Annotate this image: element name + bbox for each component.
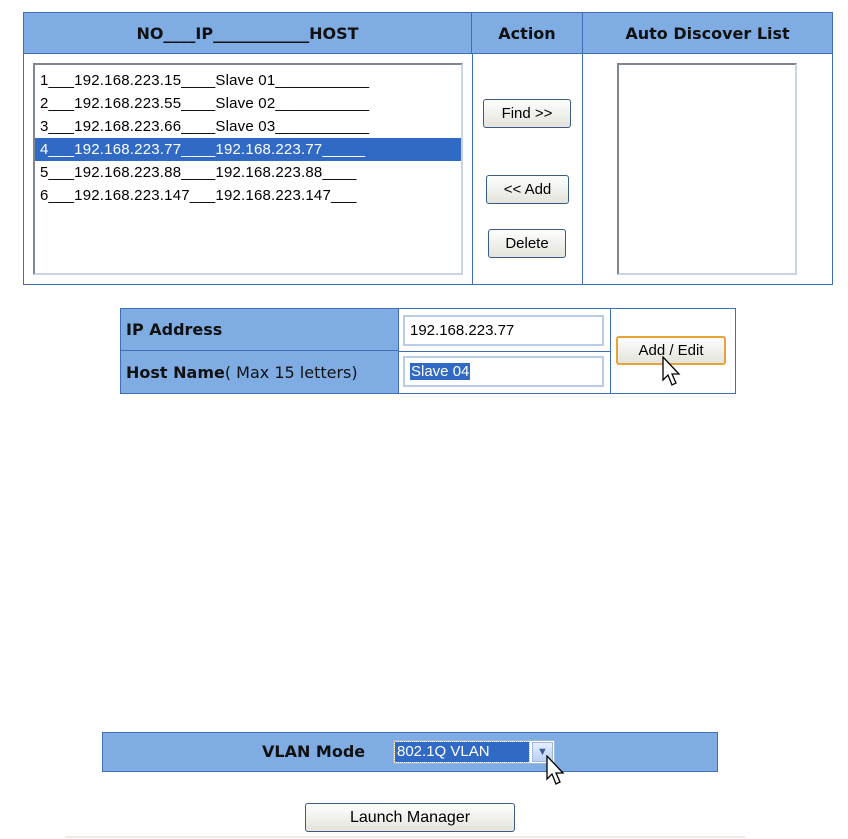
ip-address-input[interactable]: 192.168.223.77 [403, 315, 604, 346]
list-item-selected[interactable]: 4___192.168.223.77____192.168.223.77____… [35, 138, 461, 161]
list-item[interactable]: 5___192.168.223.88____192.168.223.88____ [40, 164, 357, 181]
list-item[interactable]: 6___192.168.223.147___192.168.223.147___ [40, 187, 357, 204]
host-listbox[interactable]: 1___192.168.223.15____Slave 01__________… [33, 63, 463, 275]
host-hint: ( Max 15 letters) [224, 362, 358, 382]
add-button[interactable]: << Add [486, 175, 569, 204]
host-name-input[interactable]: Slave 04 [403, 356, 604, 387]
launch-manager-button[interactable]: Launch Manager [305, 803, 515, 832]
mouse-cursor-icon [662, 356, 681, 386]
host-name-value: Slave 04 [410, 363, 471, 380]
vlan-label: VLAN Mode [262, 742, 366, 761]
header-action: Action [472, 13, 583, 54]
header-auto-discover: Auto Discover List [583, 13, 832, 54]
host-table: NO____IP____________HOST Action Auto Dis… [23, 12, 833, 285]
vlan-mode-select[interactable]: 802.1Q VLAN ▼ [393, 740, 555, 764]
mouse-cursor-icon [546, 755, 565, 785]
ip-label: IP Address [121, 309, 399, 351]
auto-discover-listbox[interactable] [617, 63, 797, 275]
header-list: NO____IP____________HOST [24, 13, 472, 54]
list-item[interactable]: 1___192.168.223.15____Slave 01__________… [40, 72, 370, 89]
delete-button[interactable]: Delete [488, 229, 566, 258]
add-edit-button[interactable]: Add / Edit [616, 336, 726, 365]
host-label: Host Name ( Max 15 letters) [121, 351, 399, 393]
action-cell [472, 54, 583, 284]
host-label-text: Host Name [126, 362, 225, 382]
list-item[interactable]: 3___192.168.223.66____Slave 03__________… [40, 118, 370, 135]
vlan-selected-value: 802.1Q VLAN [394, 741, 530, 763]
divider [65, 836, 745, 838]
list-item[interactable]: 2___192.168.223.55____Slave 02__________… [40, 95, 370, 112]
find-button[interactable]: Find >> [483, 99, 571, 128]
